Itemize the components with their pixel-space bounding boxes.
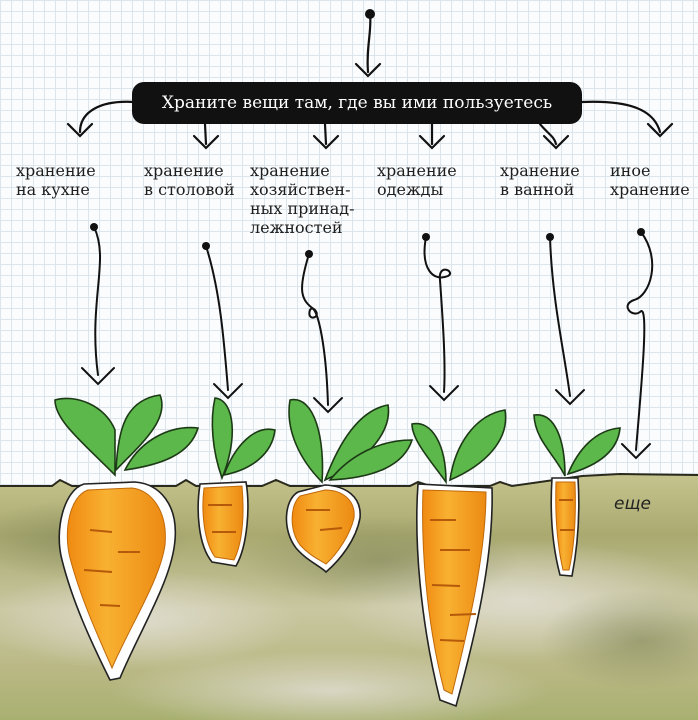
more-label: еще <box>614 494 651 514</box>
category-label-line: хранение <box>610 180 690 199</box>
connector-lines <box>68 9 672 148</box>
category-label-line: одежды <box>377 180 457 199</box>
category-label-line: ных принад- <box>250 199 355 218</box>
category-household: хранение хозяйствен- ных принад- лежност… <box>250 161 355 237</box>
category-other: иное хранение <box>610 161 690 199</box>
category-label-line: хранение <box>250 161 355 180</box>
category-label-line: хранение <box>16 161 96 180</box>
category-label-line: хранение <box>500 161 580 180</box>
category-kitchen: хранение на кухне <box>16 161 96 199</box>
category-label-line: на кухне <box>16 180 96 199</box>
category-clothes: хранение одежды <box>377 161 457 199</box>
category-dining: хранение в столовой <box>144 161 235 199</box>
main-banner: Храните вещи там, где вы ими пользуетесь <box>132 82 582 124</box>
category-bathroom: хранение в ванной <box>500 161 580 199</box>
category-label-line: хранение <box>377 161 457 180</box>
category-label-line: в столовой <box>144 180 235 199</box>
carrot-leaves <box>55 395 620 482</box>
category-label-line: хозяйствен- <box>250 180 355 199</box>
category-label-line: хранение <box>144 161 235 180</box>
category-label-line: иное <box>610 161 690 180</box>
category-label-line: лежностей <box>250 218 355 237</box>
category-label-line: в ванной <box>500 180 580 199</box>
